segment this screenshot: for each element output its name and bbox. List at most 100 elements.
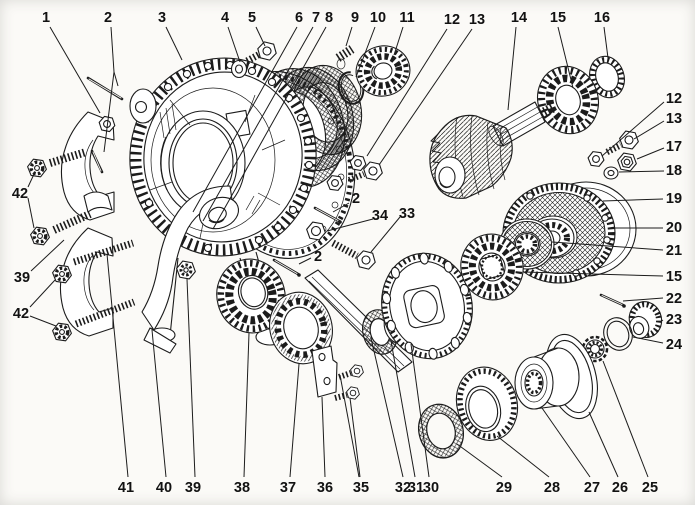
lock-plate-bracket-36 [311,345,338,398]
svg-text:2: 2 [314,249,322,265]
washer-4 [230,59,248,79]
bolt-5 [245,41,278,65]
callout-19-20: 19 [602,191,682,207]
castle-nut-2 [29,227,50,246]
callout-5-4: 5 [248,10,266,47]
svg-text:7: 7 [312,10,320,26]
callout-37-34: 37 [280,363,300,496]
svg-text:26: 26 [612,480,628,496]
callout-28-41: 28 [496,435,560,496]
callout-2-1: 2 [103,10,119,153]
cotter-pin-mid [90,149,104,174]
svg-text:40: 40 [156,480,172,496]
stud-41b [74,298,136,328]
svg-text:33: 33 [399,206,415,222]
svg-text:15: 15 [666,269,682,285]
stud-41a [72,239,135,266]
callout-42-27: 42 [12,171,36,229]
callout-39-32: 39 [185,278,201,496]
callout-16-15: 16 [594,10,610,59]
callout-36-35: 36 [317,396,333,496]
cotter-pin-center-b [272,258,301,277]
shaft-thread-end [335,45,355,70]
diff-case-hub-27 [514,347,580,410]
svg-text:30: 30 [423,480,439,496]
svg-text:13: 13 [469,12,485,28]
svg-text:12: 12 [666,91,682,107]
callout-35-36: 35 [339,374,369,496]
fork-nut-39 [174,259,198,281]
svg-text:24: 24 [666,337,682,353]
castle-nut-1 [26,159,47,178]
callout-2-45: 2 [332,191,360,213]
svg-text:8: 8 [325,10,333,26]
callout-7-6: 7 [202,10,320,222]
callout-17-18: 17 [636,139,682,160]
toothed-lock-plate-37 [269,291,333,365]
svg-text:42: 42 [12,186,28,202]
callout-39-28: 39 [14,239,65,286]
callout-6-5: 6 [192,10,303,213]
svg-text:2: 2 [104,10,112,26]
svg-text:6: 6 [295,10,303,26]
callout-23-25: 23 [659,312,682,328]
svg-text:2: 2 [352,191,360,207]
svg-text:27: 27 [584,480,600,496]
callout-12-11: 12 [366,12,460,157]
callout-11-10: 11 [393,10,415,56]
svg-text:41: 41 [118,480,134,496]
callout-40-31: 40 [151,329,172,496]
svg-text:42: 42 [13,306,29,322]
svg-text:23: 23 [666,312,682,328]
clamp-rest [83,191,113,213]
svg-text:31: 31 [408,480,424,496]
bracket-clamp-upper [26,111,117,246]
svg-text:17: 17 [666,139,682,155]
svg-text:25: 25 [642,480,658,496]
svg-text:14: 14 [511,10,527,26]
svg-text:11: 11 [399,10,414,26]
callout-24-26: 24 [632,336,682,353]
washer-18 [603,166,619,180]
svg-text:13: 13 [666,111,682,127]
callout-15-23: 15 [523,269,682,285]
callout-30-39: 30 [410,343,439,496]
taper-bearing-15-center [460,233,524,301]
svg-text:19: 19 [666,191,682,207]
svg-text:10: 10 [370,10,386,26]
callout-12-16: 12 [601,91,682,157]
svg-text:39: 39 [14,270,30,286]
ball-bearing-11 [355,45,411,97]
svg-text:39: 39 [185,480,201,496]
cotter-pin-top [86,76,124,101]
callout-33-47: 33 [370,206,415,253]
svg-text:38: 38 [234,480,250,496]
svg-text:37: 37 [280,480,296,496]
svg-text:15: 15 [550,10,566,26]
taper-roller-bearing-38 [216,258,286,334]
callout-31-38: 31 [390,340,424,496]
callout-14-13: 14 [507,10,527,111]
svg-text:34: 34 [372,208,388,224]
svg-text:18: 18 [666,163,682,179]
bearing-cage-flange-30 [381,252,473,360]
callout-21-22: 21 [551,241,682,259]
callout-18-19: 18 [618,163,682,179]
nut-12-right [586,150,606,168]
callout-8-7: 8 [212,10,333,230]
svg-text:32: 32 [395,480,411,496]
svg-text:1: 1 [42,10,50,26]
svg-text:22: 22 [666,291,682,307]
svg-text:28: 28 [544,480,560,496]
svg-text:3: 3 [158,10,166,26]
callout-15-14: 15 [550,10,574,89]
callout-9-8: 9 [345,10,359,47]
callout-34-46: 34 [326,208,388,232]
callout-4-3: 4 [221,10,241,63]
svg-text:16: 16 [594,10,610,26]
svg-text:35: 35 [353,480,369,496]
callout-42-29: 42 [13,279,57,327]
callout-22-24: 22 [622,291,682,307]
